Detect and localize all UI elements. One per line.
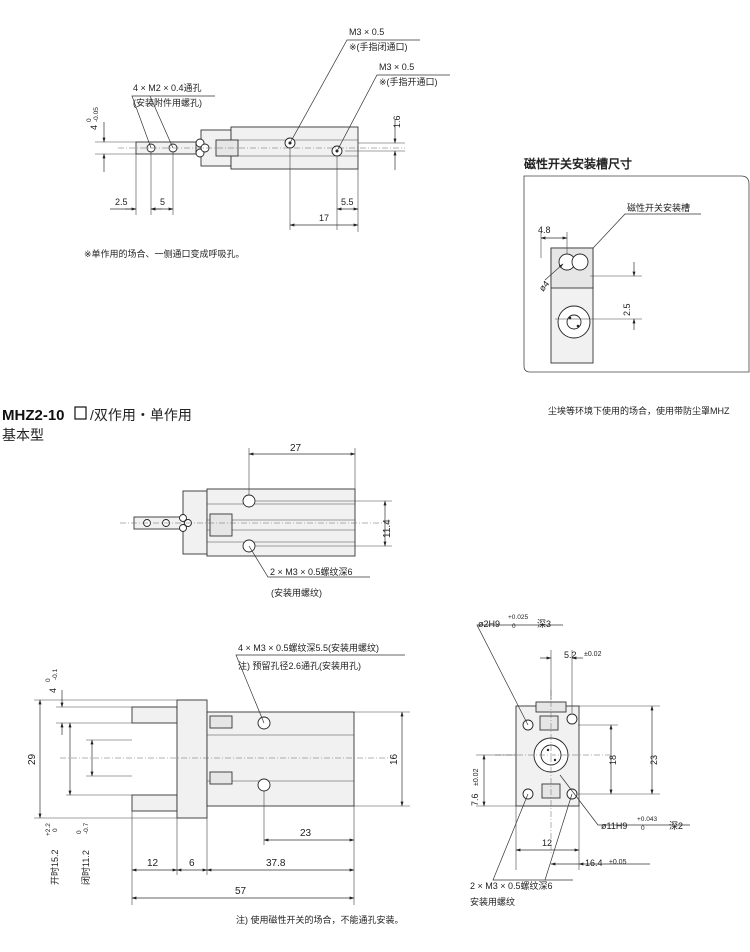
end-pin-hole <box>566 713 578 725</box>
slot-circle <box>571 253 589 271</box>
end-dim-18: 18 <box>608 755 618 765</box>
top-view-labels: M3 × 0.5 ※(手指闭通口) M3 × 0.5 ※(手指开通口) 4 × … <box>84 27 438 259</box>
side-dim-16: 16 <box>389 753 400 765</box>
side-dim-4: 4 <box>48 688 58 693</box>
label-close-port-sub: ※(手指闭通口) <box>349 41 408 52</box>
side-dim-close-tol-hi: 0 <box>76 830 83 834</box>
end-dim-16-4-tol: ±0.05 <box>609 859 627 866</box>
section-heading: MHZ2-10 /双作用・单作用 基本型 <box>2 406 192 443</box>
end-dim-5-2: 5.2 <box>564 650 577 660</box>
dim-2-5: 2.5 <box>115 197 128 207</box>
slot-dim-2-5: 2.5 <box>622 303 632 316</box>
end-view <box>476 624 690 881</box>
end-thread-note: 2 × M3 × 0.5螺纹深6 <box>470 880 553 891</box>
label-attach-holes: 4 × M2 × 0.4通孔 <box>133 83 202 93</box>
side-dim-4-tol-hi: 0 <box>45 678 52 682</box>
slot-dim-phi4: ø4 <box>537 279 551 293</box>
end-bore-note: ø11H9 <box>601 821 627 831</box>
model-rest: /双作用・单作用 <box>90 407 192 423</box>
end-pin-depth: 深3 <box>537 619 551 629</box>
label-open-port: M3 × 0.5 <box>379 62 414 72</box>
dim-5-5: 5.5 <box>341 197 354 207</box>
side-dim-6: 6 <box>189 858 195 869</box>
model-suffix-box <box>74 406 87 420</box>
side-mount-hole <box>257 778 271 792</box>
dim-17: 17 <box>319 213 329 223</box>
side-dim-12: 12 <box>147 858 159 869</box>
plan-dim-11-4: 11.4 <box>382 519 393 538</box>
end-dim-7-6: 7.6 <box>470 793 480 806</box>
side-dim-close: 闭时11.2 <box>80 850 91 885</box>
side-dim-4-tol-lo: -0.1 <box>52 668 59 680</box>
model-subtitle: 基本型 <box>2 427 44 443</box>
end-bore-tol-hi: +0.043 <box>637 816 657 823</box>
dim-1-6: 1.6 <box>392 115 402 128</box>
label-attach-holes-sub: (安装附件用螺孔) <box>133 97 202 108</box>
end-dim-23: 23 <box>649 755 659 765</box>
side-dim-23: 23 <box>300 828 312 839</box>
side-dim-29: 29 <box>27 753 38 765</box>
plan-note-thread: 2 × M3 × 0.5螺纹深6 <box>270 566 353 577</box>
side-footnote: 注) 使用磁性开关的场合，不能通孔安装。 <box>236 914 404 925</box>
slot-label: 磁性开关安装槽 <box>627 202 690 213</box>
dim-4-top-tol: -0.05 <box>93 107 100 122</box>
plan-dim-27: 27 <box>290 443 302 454</box>
slot-box-frame <box>523 175 750 373</box>
end-bore-depth: 深2 <box>669 821 683 831</box>
end-thread-note-sub: 安装用螺纹 <box>470 896 515 907</box>
end-pin-tol-hi: +0.025 <box>508 614 528 621</box>
dust-note: 尘埃等环境下使用的场合，使用带防尘罩MHZ <box>548 405 730 416</box>
side-dim-open-tol-hi: +2.2 <box>45 823 52 836</box>
end-bore-tol-lo: 0 <box>641 825 645 832</box>
plan-view: 27 11.4 2 × M3 × 0.5螺纹深6 (安装用螺纹) <box>120 443 393 598</box>
dim-4-top: 4 <box>89 125 99 130</box>
label-open-port-sub: ※(手指开通口) <box>379 76 438 87</box>
side-dim-close-tol-lo: -0.7 <box>83 822 90 834</box>
slot-box: 磁性开关安装槽尺寸 磁性开关安装槽 4.8 ø4 2.5 <box>523 156 750 373</box>
end-dim-7-6-tol: ±0.02 <box>473 768 480 786</box>
end-view-labels: ø2H9 +0.025 0 深3 5.2 ±0.02 18 23 7.6 ±0.… <box>470 614 683 907</box>
slot-dim-4-8: 4.8 <box>538 225 551 235</box>
side-view-labels: 4 × M3 × 0.5螺纹深5.5(安装用螺纹) 注) 预留孔径2.6通孔(安… <box>27 642 404 925</box>
slot-box-title: 磁性开关安装槽尺寸 <box>523 156 632 171</box>
side-dim-open-tol-lo: 0 <box>52 828 59 832</box>
top-footnote: ※单作用的场合、一侧通口变成呼吸孔。 <box>84 248 245 259</box>
plan-note-thread-sub: (安装用螺纹) <box>271 587 322 598</box>
side-dim-57: 57 <box>235 886 247 897</box>
side-note-thread: 4 × M3 × 0.5螺纹深5.5(安装用螺纹) <box>238 642 379 653</box>
model-number: MHZ2-10 <box>2 407 65 424</box>
top-view <box>95 39 450 232</box>
side-dim-open: 开时15.2 <box>49 849 60 885</box>
end-dim-5-2-tol: ±0.02 <box>584 651 602 658</box>
end-pin-tol-lo: 0 <box>512 623 516 630</box>
plan-mount-hole <box>242 494 256 508</box>
side-dim-37-8: 37.8 <box>266 858 286 869</box>
dim-5: 5 <box>160 197 165 207</box>
label-close-port: M3 × 0.5 <box>349 27 384 37</box>
dim-4-top-tol0: 0 <box>86 118 93 122</box>
side-note-hole: 注) 预留孔径2.6通孔(安装用孔) <box>238 660 361 671</box>
end-dim-12: 12 <box>542 838 552 848</box>
side-view <box>34 654 410 905</box>
end-dim-16-4: 16.4 <box>585 858 603 868</box>
end-pin-note: ø2H9 <box>478 619 500 629</box>
